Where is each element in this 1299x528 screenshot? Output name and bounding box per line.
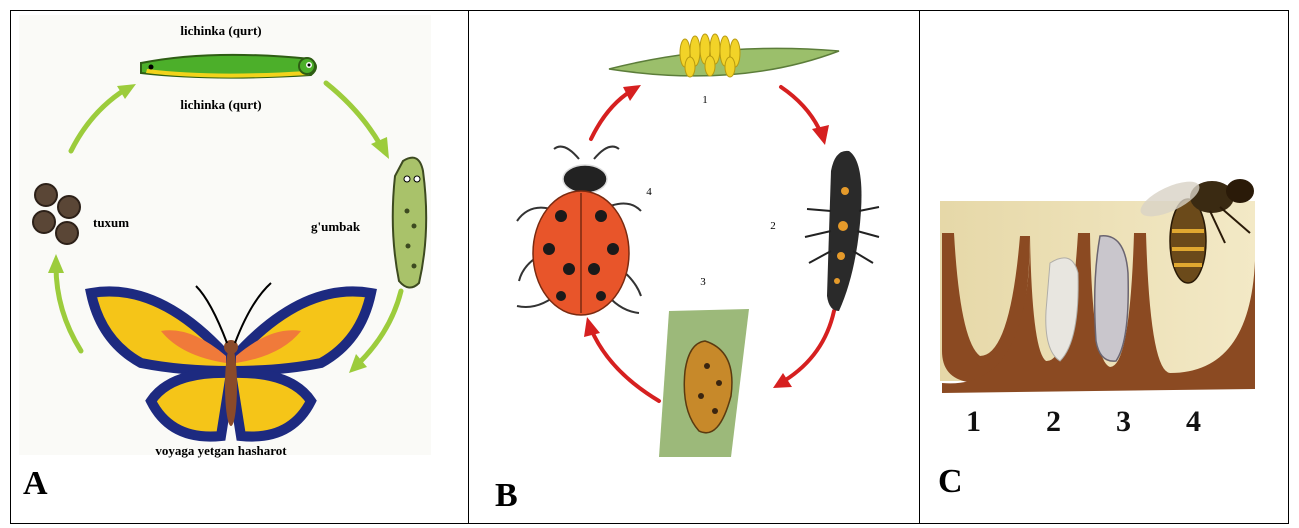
label-adult: voyaga yetgan hasharot	[155, 443, 287, 458]
arrowhead-b1	[812, 125, 829, 145]
label-egg: tuxum	[93, 215, 129, 230]
panel-a: lichinka (qurt) lichinka (qurt) tuxum g'…	[11, 11, 469, 523]
pupa-icon	[393, 158, 426, 288]
panel-c: 1 2 3 4 C	[920, 11, 1288, 523]
stage-number-2: 2	[1046, 405, 1061, 438]
stage-number-4: 4	[646, 186, 652, 198]
arrow-egg-to-larva	[781, 87, 821, 133]
ladybug-adult-icon	[517, 147, 641, 315]
figure-table: lichinka (qurt) lichinka (qurt) tuxum g'…	[10, 10, 1289, 524]
panel-letter-b: B	[495, 477, 518, 515]
stage-number-3: 3	[700, 276, 706, 288]
stage-number-2: 2	[770, 220, 776, 232]
label-larva-top: lichinka (qurt)	[180, 23, 261, 38]
arrow-adult-to-egg	[591, 91, 631, 139]
panel-letter-a: A	[23, 465, 48, 503]
ladybug-larva-icon	[805, 151, 879, 311]
panel-letter-c: C	[938, 463, 963, 501]
label-larva-inner: lichinka (qurt)	[180, 97, 261, 112]
arrowhead-b3	[584, 317, 600, 337]
stem-pupa-icon	[659, 309, 749, 457]
bee-pupa-icon	[1095, 236, 1129, 361]
leaf-eggs-icon	[609, 34, 839, 77]
arrow-pupa-to-adult	[591, 329, 659, 401]
label-pupa: g'umbak	[311, 219, 361, 234]
butterfly-life-cycle-diagram: lichinka (qurt) lichinka (qurt) tuxum g'…	[11, 11, 467, 523]
stage-number-4: 4	[1186, 405, 1201, 438]
stage-number-3: 3	[1116, 405, 1131, 438]
caterpillar-icon	[141, 55, 316, 78]
bee-development-diagram: 1 2 3 4	[920, 11, 1286, 523]
stage-number-1: 1	[702, 94, 708, 106]
arrow-larva-to-pupa	[784, 311, 834, 381]
ladybug-life-cycle-diagram: 1	[469, 11, 918, 523]
stage-number-1: 1	[966, 405, 981, 438]
panel-b: 1	[469, 11, 920, 523]
